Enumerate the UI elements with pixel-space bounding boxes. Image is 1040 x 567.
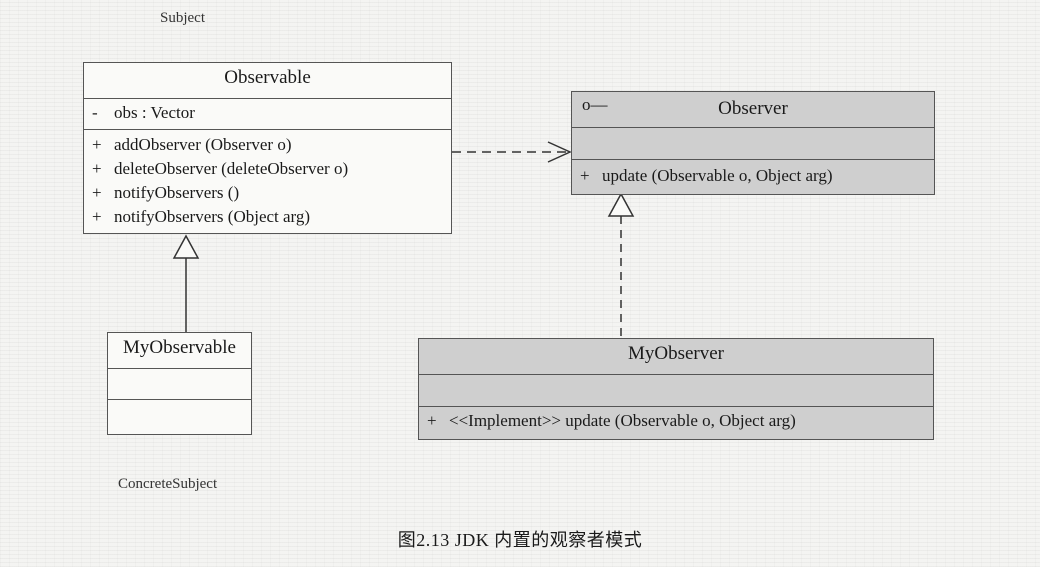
my-observer-class: MyObserver + <<Implement>> update (Observ… — [418, 338, 934, 440]
my-observer-operations: + <<Implement>> update (Observable o, Obj… — [419, 407, 933, 433]
dependency-arrowhead — [547, 141, 572, 163]
my-observer-class-name: MyObserver — [419, 339, 933, 375]
observer-interface-header: o— Observer — [572, 92, 934, 128]
operation-text: notifyObservers (Object arg) — [114, 207, 311, 226]
visibility-marker: + — [427, 411, 437, 430]
operation-row: + deleteObserver (deleteObserver o) — [84, 157, 451, 181]
visibility-marker: + — [580, 166, 590, 185]
stereotype-concrete-subject-label: ConcreteSubject — [118, 476, 218, 492]
my-observable-attributes — [108, 369, 251, 400]
operation-row: + update (Observable o, Object arg) — [572, 164, 934, 188]
observer-attributes — [572, 128, 934, 160]
operation-row: + <<Implement>> update (Observable o, Obj… — [419, 409, 933, 433]
operation-text: update (Observable o, Object arg) — [602, 166, 833, 185]
visibility-marker: + — [92, 135, 102, 154]
figure-caption: 图2.13 JDK 内置的观察者模式 — [397, 530, 643, 550]
observer-interface: o— Observer + update (Observable o, Objec… — [571, 91, 935, 195]
realization-arrowhead — [607, 192, 635, 217]
visibility-marker: + — [92, 159, 102, 178]
attribute-row: -obs : Vector — [84, 101, 451, 125]
my-observable-class: MyObservable — [107, 332, 252, 435]
operation-text: deleteObserver (deleteObserver o) — [114, 159, 349, 178]
stereotype-subject-label: Subject — [160, 10, 205, 26]
operation-text: addObserver (Observer o) — [114, 135, 292, 154]
observable-class: Observable -obs : Vector + addObserver (O… — [83, 62, 452, 234]
operation-text: <<Implement>> update (Observable o, Obje… — [449, 411, 796, 430]
operation-row: + addObserver (Observer o) — [84, 133, 451, 157]
interface-icon: o— — [582, 95, 608, 114]
operation-text: notifyObservers () — [114, 183, 240, 202]
observer-interface-name: Observer — [718, 98, 788, 119]
visibility-marker: + — [92, 207, 102, 226]
attribute-text: obs : Vector — [114, 103, 195, 122]
observable-operations: + addObserver (Observer o) + deleteObserve… — [84, 130, 451, 229]
observable-class-name: Observable — [84, 63, 451, 99]
my-observer-attributes — [419, 375, 933, 407]
visibility-marker: + — [92, 183, 102, 202]
generalization-arrowhead — [172, 234, 200, 259]
observer-operations: + update (Observable o, Object arg) — [572, 160, 934, 188]
my-observable-class-name: MyObservable — [108, 333, 251, 369]
observable-attributes: -obs : Vector — [84, 99, 451, 130]
visibility-marker: - — [92, 103, 98, 122]
operation-row: + notifyObservers () — [84, 181, 451, 205]
operation-row: + notifyObservers (Object arg) — [84, 205, 451, 229]
